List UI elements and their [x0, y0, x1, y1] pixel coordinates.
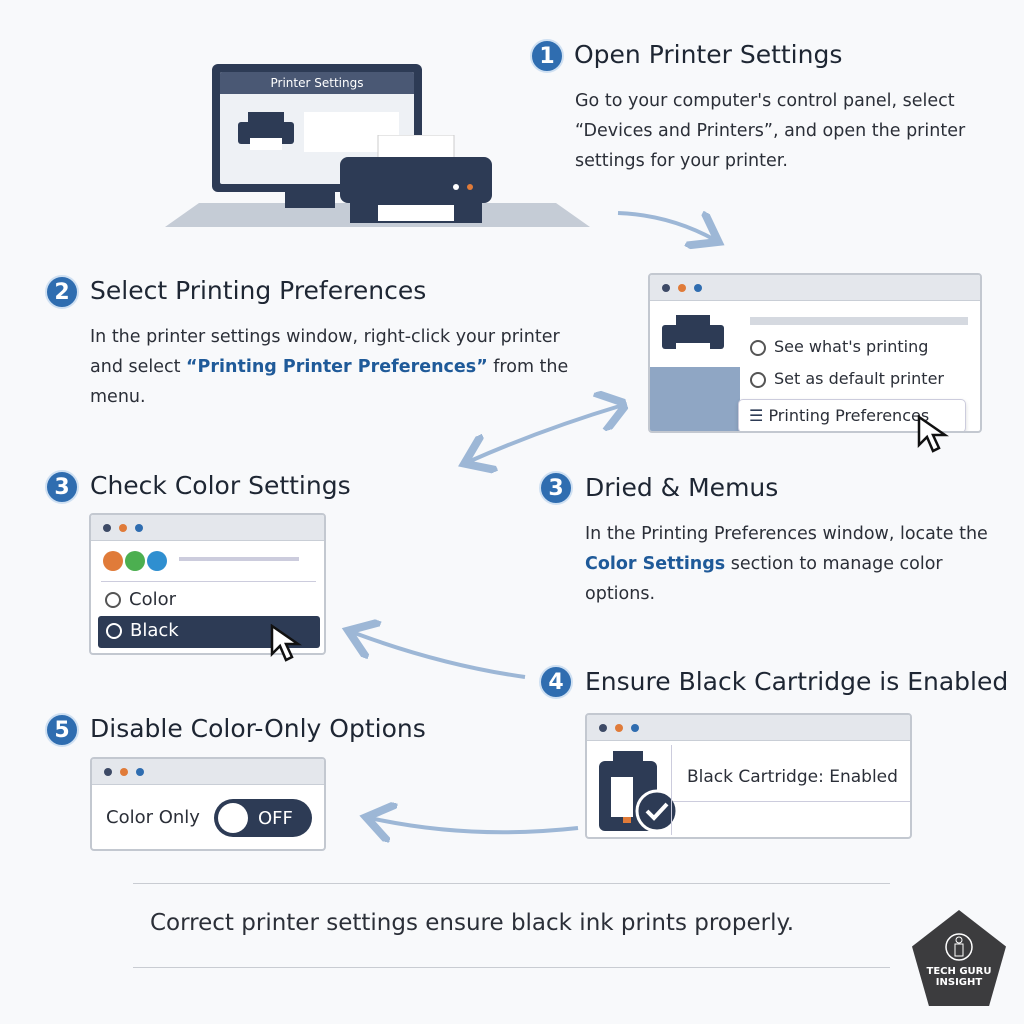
cursor-icon: [270, 624, 303, 662]
printer-icon: [238, 112, 294, 150]
color-only-window: Color Only OFF: [90, 757, 326, 851]
step-2-body: In the printer settings window, right-cl…: [90, 322, 590, 412]
step-2-title: Select Printing Preferences: [90, 276, 427, 305]
printer-icon: [662, 315, 724, 357]
step-1-line: Go to your computer's control panel, sel…: [575, 91, 955, 111]
divider: [671, 745, 672, 835]
arrow-3-to-3: [352, 632, 526, 679]
step-1-body: Go to your computer's control panel, sel…: [575, 86, 1005, 176]
highlight: “Printing Printer Preferences”: [186, 357, 488, 377]
step-3-title: Check Color Settings: [90, 471, 351, 500]
radio-icon: [750, 339, 766, 356]
menu-item-set-default[interactable]: Set as default printer: [750, 369, 944, 388]
list-panel: [650, 367, 740, 431]
cartridge-window: Black Cartridge: Enabled: [585, 713, 912, 839]
step-5-number: 5: [45, 713, 79, 747]
color-settings-window: Color Black: [89, 513, 326, 655]
radio-icon: [106, 623, 122, 639]
arrow-4-to-5: [370, 818, 579, 832]
person-icon: [945, 933, 973, 961]
divider: [179, 557, 299, 561]
radio-icon: [105, 592, 121, 608]
step-3b-body: In the Printing Preferences window, loca…: [585, 519, 995, 609]
cartridge-status: Black Cartridge: Enabled: [687, 767, 898, 787]
step-1-line: settings for your printer.: [575, 151, 788, 171]
text: In the printer settings window, right-cl…: [90, 327, 560, 377]
menu-header-bar: [750, 317, 968, 325]
step-3b-number: 3: [539, 471, 573, 505]
label: Printing Preferences: [768, 406, 930, 425]
label: See what's printing: [774, 337, 929, 356]
color-swatches: [103, 551, 167, 571]
printer-context-menu-window: See what's printing Set as default print…: [648, 273, 982, 433]
step-4-number: 4: [539, 665, 573, 699]
text: from the menu.: [90, 357, 569, 407]
arrow-2-to-3: [468, 405, 623, 462]
toggle-knob: [218, 803, 248, 833]
printer-illustration: [340, 135, 492, 223]
label: Set as default printer: [774, 369, 944, 388]
step-1-number: 1: [530, 39, 564, 73]
radio-icon: [750, 371, 766, 388]
monitor-stand: [285, 192, 335, 208]
color-only-label: Color Only: [106, 807, 200, 828]
step-5-title: Disable Color-Only Options: [90, 714, 426, 743]
arrow-1-to-2: [617, 213, 715, 240]
highlight: Color Settings: [585, 554, 726, 574]
list-icon: ☰: [749, 406, 769, 425]
text: In the Printing Preferences window, loca…: [585, 524, 988, 544]
text: section to manage color options.: [585, 554, 943, 604]
step-3b-title: Dried & Memus: [585, 473, 779, 502]
color-only-toggle[interactable]: OFF: [214, 799, 312, 837]
label: Color: [129, 589, 176, 610]
cursor-icon: [917, 415, 950, 453]
ink-cartridge-check-icon: [599, 751, 679, 833]
step-1-title: Open Printer Settings: [574, 40, 843, 69]
option-color[interactable]: Color: [105, 589, 176, 610]
divider: [133, 883, 890, 884]
step-3-number: 3: [45, 470, 79, 504]
divider: [673, 801, 910, 802]
toggle-state: OFF: [258, 807, 293, 829]
label: Black: [130, 620, 179, 641]
footer-text: Correct printer settings ensure black in…: [150, 910, 795, 936]
divider: [101, 581, 316, 582]
step-4-title: Ensure Black Cartridge is Enabled: [585, 667, 1009, 696]
menu-item-see-whats-printing[interactable]: See what's printing: [750, 337, 928, 356]
step-1-line: “Devices and Printers”, and open the pri…: [575, 121, 966, 141]
step-2-number: 2: [45, 275, 79, 309]
divider: [133, 967, 890, 968]
screen-title: Printer Settings: [220, 72, 414, 94]
